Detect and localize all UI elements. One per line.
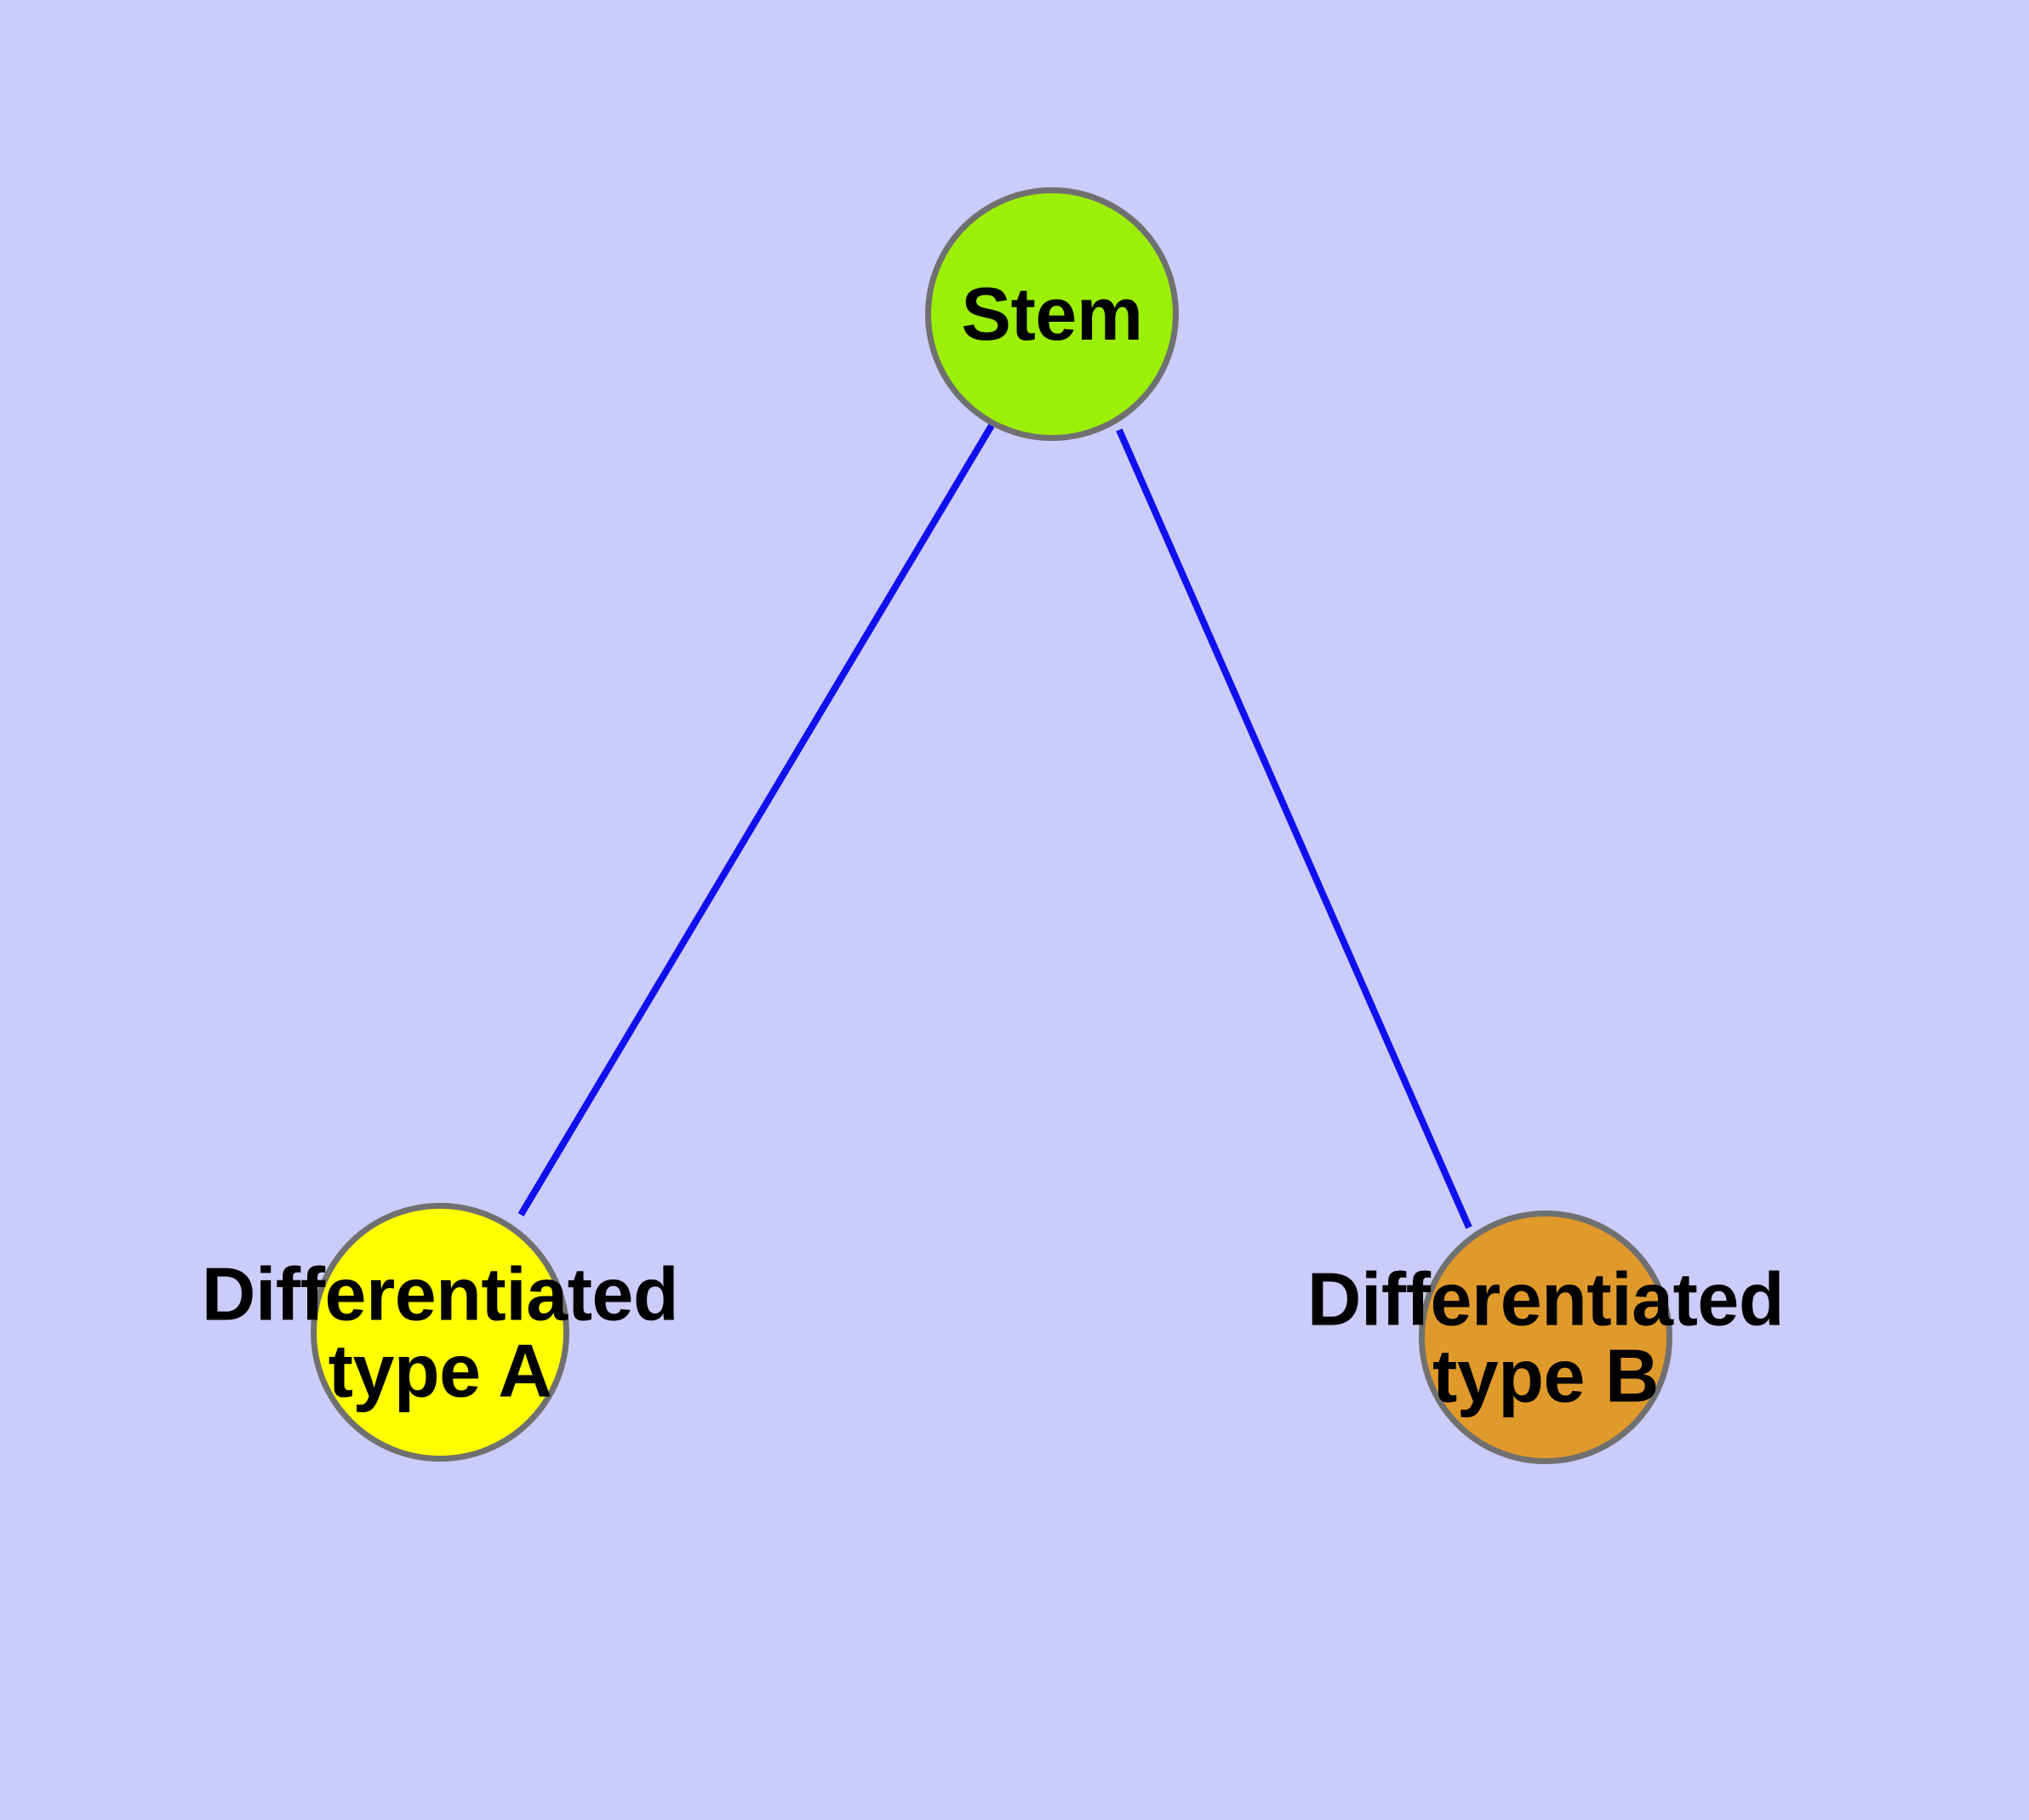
node-stem[interactable]: Stem [925,187,1179,441]
edge-stem-to-a[interactable] [517,423,995,1217]
node-label-stem: Stem [961,272,1143,357]
node-diff-b[interactable]: Differentiated type B [1307,1210,1785,1464]
node-diff-a[interactable]: Differentiated type A [202,1203,679,1462]
edge-stem-to-b[interactable] [1116,428,1472,1229]
